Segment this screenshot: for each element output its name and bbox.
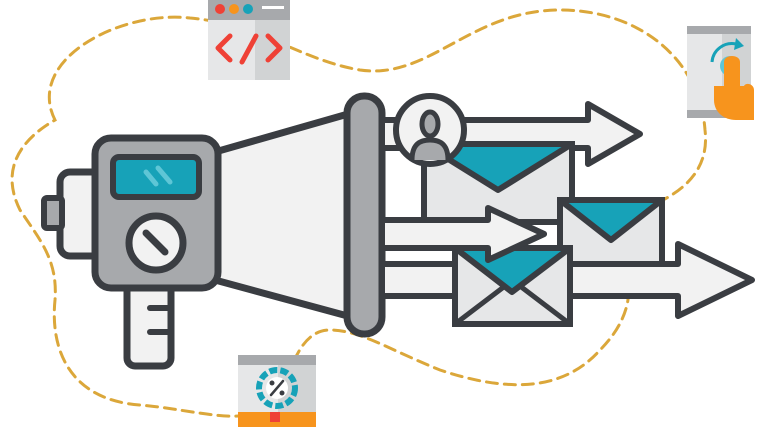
code-window-icon: [208, 0, 290, 80]
dashed-path: [10, 8, 707, 418]
user-avatar-icon: [393, 93, 467, 167]
megaphone-icon: [41, 92, 386, 370]
megaphone-horn: [211, 108, 359, 322]
envelope-bottom: [452, 245, 573, 327]
touch-swipe-phone-icon: [687, 26, 754, 120]
discount-percent-icon: [238, 355, 316, 427]
megaphone-screen: [110, 154, 202, 200]
megaphone-handle: [123, 276, 175, 370]
envelope-right: [557, 197, 665, 267]
megaphone-rim: [343, 92, 386, 338]
